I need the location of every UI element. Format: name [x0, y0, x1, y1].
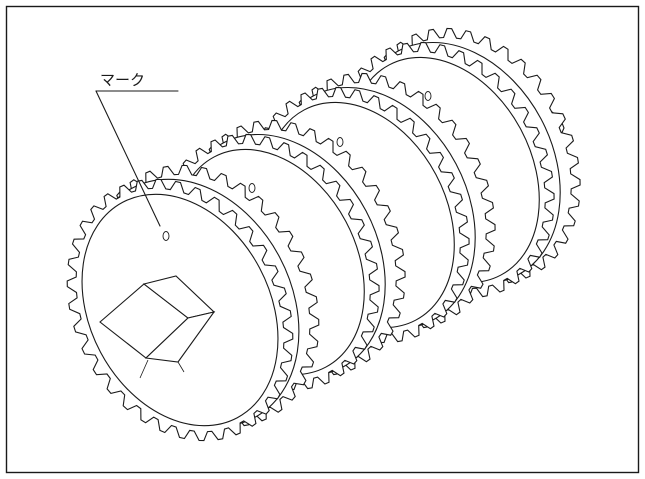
- mark-hole: [424, 91, 432, 101]
- diagram-frame: [5, 5, 640, 474]
- sprocket-stack: [66, 27, 581, 442]
- callout-label: マーク: [100, 71, 145, 89]
- callout-leader: [95, 90, 161, 227]
- square-hub: [99, 275, 216, 379]
- mark-hole: [248, 183, 256, 193]
- mark-hole: [162, 231, 170, 241]
- mark-callout: マーク: [95, 71, 179, 227]
- mark-hole: [336, 137, 344, 147]
